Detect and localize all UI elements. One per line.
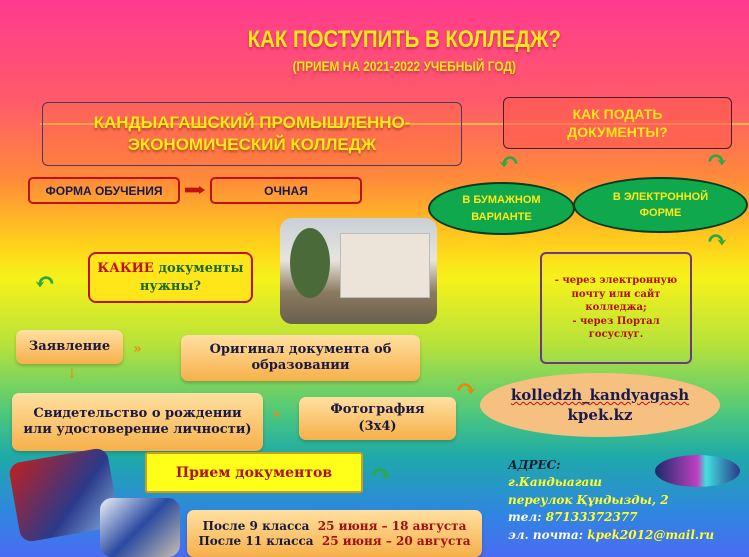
curved-arrow-icon: ↷ (706, 146, 728, 176)
instagram-link[interactable]: kolledzh_kandyagash (510, 385, 690, 404)
study-form-value: ОЧНАЯ (210, 177, 362, 204)
dates: 25 июня – 18 августа (317, 518, 467, 533)
tree (290, 228, 330, 298)
college-name-line1: КАНДЫАГАШСКИЙ ПРОМЫШЛЕННО- (93, 112, 411, 132)
option-paper-line1: В БУМАЖНОМ (462, 194, 541, 206)
students-photo (100, 498, 180, 557)
arrow-right-icon (185, 186, 205, 194)
site-link[interactable]: kpek.kz (567, 406, 633, 424)
document-photo: Фотография (3х4) (299, 397, 456, 440)
building (340, 233, 430, 298)
address-street: переулок Құндызды, 2 (508, 492, 669, 507)
which-documents-box: КАКИЕ документы нужны? (88, 252, 253, 303)
tech-image (655, 455, 740, 487)
curved-arrow-icon: ↷ (706, 226, 728, 256)
electronic-way-email: - через электронную почту или сайт колле… (554, 275, 678, 314)
admission-dates: После 9 класса 25 июня – 18 августа Посл… (187, 510, 482, 557)
curved-arrow-icon: ↶ (34, 268, 56, 298)
electronic-way-portal: - через Портал госуслуг. (572, 315, 660, 341)
option-electronic: В ЭЛЕКТРОННОЙ ФОРМЕ (573, 177, 748, 233)
how-to-submit-line1: КАК ПОДАТЬ (572, 105, 663, 122)
address-city: г.Кандыагаш (508, 475, 602, 490)
admission-row: После 9 класса 25 июня – 18 августа (203, 519, 467, 534)
email[interactable]: kpek2012@mail.ru (587, 527, 715, 542)
curved-arrow-icon: ↷ (455, 375, 477, 405)
document-diploma: Оригинал документа об образовании (181, 335, 420, 381)
document-id: Свидетельство о рождении или удостоверен… (12, 393, 263, 451)
chevron-right-icon: » (272, 406, 281, 422)
option-electronic-line1: В ЭЛЕКТРОННОЙ (612, 190, 709, 203)
curved-arrow-icon: ↶ (498, 148, 520, 178)
study-form-label: ФОРМА ОБУЧЕНИЯ (28, 177, 180, 204)
phone: 87133372377 (545, 510, 638, 525)
option-electronic-line2: ФОРМЕ (639, 207, 682, 219)
electronic-ways-scroll: - через электронную почту или сайт колле… (540, 252, 692, 364)
admission-row: После 11 класса 25 июня – 20 августа (198, 534, 470, 549)
dates: 25 июня – 20 августа (321, 533, 471, 548)
how-to-submit-box: КАК ПОДАТЬ ДОКУМЕНТЫ? (503, 97, 732, 149)
links-ellipse: kolledzh_kandyagash kpek.kz (480, 373, 720, 437)
page-subtitle: (ПРИЕМ НА 2021-2022 УЧЕБНЫЙ ГОД) (292, 58, 516, 74)
address-heading: АДРЕС: (508, 458, 561, 472)
college-name-scroll: КАНДЫАГАШСКИЙ ПРОМЫШЛЕННО- ЭКОНОМИЧЕСКИЙ… (42, 102, 462, 166)
arrow-down-icon: ↓ (66, 366, 78, 382)
page-title: КАК ПОСТУПИТЬ В КОЛЛЕДЖ? (247, 26, 561, 53)
how-to-submit-line2: ДОКУМЕНТЫ? (567, 124, 668, 140)
option-paper-line2: ВАРИАНТЕ (471, 210, 532, 223)
curved-arrow-icon: ↷ (370, 460, 392, 490)
document-application: Заявление (16, 330, 123, 364)
grade: После 11 класса (198, 533, 314, 548)
which-highlight: КАКИЕ (97, 261, 154, 276)
grade: После 9 класса (202, 518, 310, 533)
college-name-line2: ЭКОНОМИЧЕСКИЙ КОЛЛЕДЖ (127, 135, 377, 154)
which-rest: документы нужны? (139, 261, 244, 295)
divider (40, 123, 749, 125)
chevron-right-icon: » (133, 341, 142, 357)
address-block: АДРЕС: г.Кандыагаш переулок Құндызды, 2 … (508, 457, 714, 544)
admission-label: Прием документов (145, 452, 363, 493)
option-paper: В БУМАЖНОМ ВАРИАНТЕ (428, 182, 575, 235)
college-building-photo (280, 218, 437, 324)
email-label: эл. почта: (508, 527, 584, 542)
phone-label: тел: (508, 510, 542, 525)
